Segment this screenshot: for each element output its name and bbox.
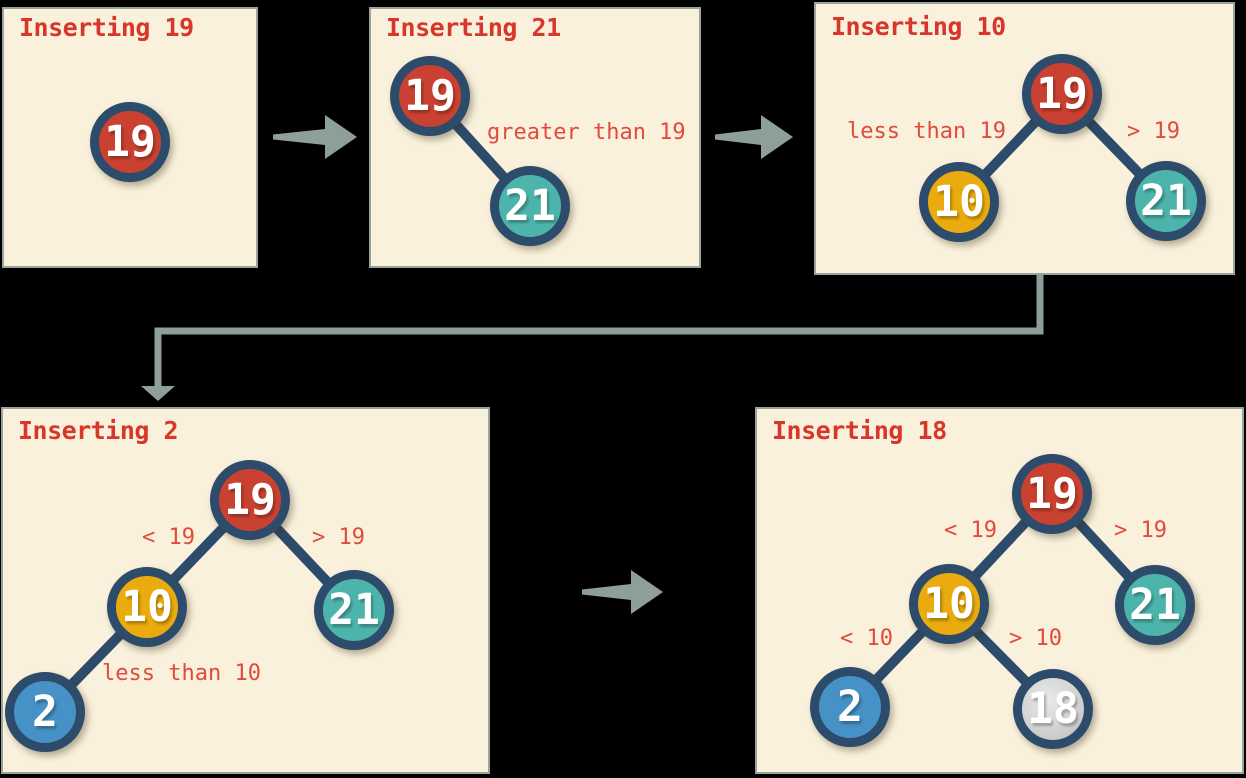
tree-node-10: 10 [909, 564, 989, 644]
panel-title: Inserting 21 [386, 13, 561, 42]
edge-label: < 10 [840, 626, 893, 651]
node-value: 10 [121, 581, 173, 632]
node-value: 19 [104, 116, 156, 167]
node-value: 19 [224, 474, 276, 525]
edge-label: > 19 [1114, 518, 1167, 543]
node-value: 19 [404, 70, 456, 121]
tree-node-10: 10 [919, 162, 999, 242]
node-value: 10 [923, 578, 975, 629]
node-value: 10 [933, 176, 985, 227]
panel-inserting-18: Inserting 18 < 19 > 19 < 10 > 10 19 10 2… [755, 407, 1244, 774]
panel-title: Inserting 2 [18, 416, 179, 445]
tree-node-19: 19 [390, 56, 470, 136]
edge-label: > 19 [1127, 119, 1180, 144]
edge-label: greater than 19 [487, 120, 686, 145]
node-value: 21 [1140, 175, 1192, 226]
node-value: 19 [1026, 468, 1078, 519]
tree-node-19: 19 [1022, 54, 1102, 134]
panel-title: Inserting 18 [772, 416, 947, 445]
tree-node-2: 2 [810, 667, 890, 747]
edge-label: < 19 [142, 525, 195, 550]
tree-node-21: 21 [314, 570, 394, 650]
tree-node-19: 19 [210, 460, 290, 540]
elbow-connector [154, 275, 1044, 386]
tree-node-21: 21 [1126, 161, 1206, 241]
edge-label: < 19 [944, 518, 997, 543]
node-value: 21 [328, 584, 380, 635]
tree-node-2: 2 [5, 672, 85, 752]
node-value: 21 [504, 180, 556, 231]
tree-node-18: 18 [1013, 669, 1093, 749]
edge-label: less than 19 [847, 119, 1006, 144]
tree-node-19: 19 [90, 102, 170, 182]
panel-title: Inserting 10 [831, 12, 1006, 41]
tree-node-21: 21 [1115, 565, 1195, 645]
node-value: 18 [1027, 683, 1079, 734]
node-value: 2 [837, 681, 863, 732]
node-value: 21 [1129, 579, 1181, 630]
edge-label: > 19 [312, 525, 365, 550]
tree-node-19: 19 [1012, 454, 1092, 534]
panel-inserting-2: Inserting 2 < 19 > 19 less than 10 19 10… [1, 407, 490, 774]
arrow-right-icon [582, 570, 663, 614]
node-value: 19 [1036, 68, 1088, 119]
panel-inserting-21: Inserting 21 greater than 19 19 21 [369, 7, 701, 268]
panel-title: Inserting 19 [19, 13, 194, 42]
panel-inserting-19: Inserting 19 19 [2, 7, 258, 268]
panel-inserting-10: Inserting 10 less than 19 > 19 19 10 21 [814, 2, 1235, 275]
tree-node-21: 21 [490, 166, 570, 246]
edge-label: > 10 [1009, 626, 1062, 651]
tree-node-10: 10 [107, 567, 187, 647]
arrow-right-icon [273, 115, 357, 159]
node-value: 2 [32, 686, 58, 737]
arrow-down-icon [141, 386, 175, 401]
edge-label: less than 10 [102, 661, 261, 686]
arrow-right-icon [715, 115, 793, 159]
